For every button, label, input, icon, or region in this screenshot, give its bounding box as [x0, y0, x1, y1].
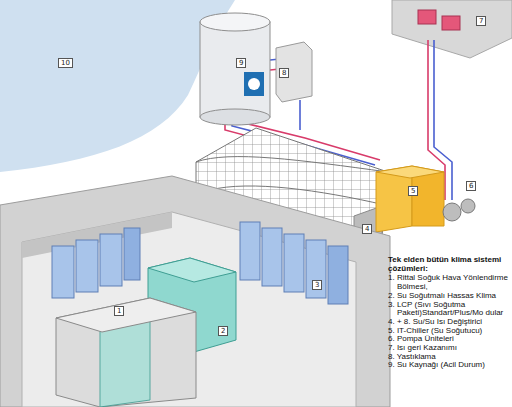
- heat-unit: [442, 16, 460, 30]
- legend-list: Tek elden bütün klima sistemi çözümleri:…: [388, 256, 510, 370]
- rack: [284, 234, 304, 292]
- callout-number: 5: [408, 186, 418, 196]
- callout-number: 1: [114, 306, 124, 316]
- callout-number: 3: [312, 280, 322, 290]
- building-roof: [0, 176, 390, 407]
- callout-number: 10: [58, 58, 73, 68]
- rack-row: [240, 222, 348, 304]
- legend-item: 1. Rittal Soğuk Hava Yönlendirme Bölmesi…: [388, 274, 510, 291]
- room-floor: [22, 212, 356, 407]
- callout-number: 9: [236, 58, 246, 68]
- legend-item: 7. Isı geri Kazanımı: [388, 344, 510, 353]
- tank-body: [200, 22, 270, 117]
- rack: [124, 228, 140, 280]
- callout-number: 2: [218, 326, 228, 336]
- callout-number: 7: [476, 16, 486, 26]
- pipe-blue: [299, 100, 301, 130]
- legend-item: 2. Su Soğutmalı Hassas Klima: [388, 292, 510, 301]
- tank-top: [200, 13, 270, 31]
- water-tank: [200, 13, 270, 125]
- rack: [306, 240, 326, 298]
- pump: [461, 199, 475, 213]
- chiller-top: [376, 166, 444, 178]
- legend-heading: Tek elden bütün klima sistemi çözümleri:: [388, 256, 510, 273]
- building-shape: [392, 0, 512, 58]
- ac-top: [148, 258, 236, 282]
- legend-item: 3. LCP (Sıvı Soğutma Paketi)Standart/Plu…: [388, 301, 510, 318]
- pump: [443, 203, 461, 221]
- cold-aisle-containment: [56, 298, 196, 407]
- legend-item: 6. Pompa Üniteleri: [388, 335, 510, 344]
- rack: [240, 222, 260, 280]
- buffer-unit: [276, 42, 312, 102]
- rack: [76, 240, 98, 292]
- legend-item: 9. Su Kaynağı (Acil Durum): [388, 361, 510, 370]
- callout-number: 6: [466, 181, 476, 191]
- tank-bottom: [200, 109, 270, 125]
- heat-unit: [418, 10, 436, 24]
- rack: [52, 246, 74, 298]
- tank-emblem-dot: [248, 78, 260, 90]
- rack: [100, 234, 122, 286]
- chillers: [376, 166, 444, 232]
- heat-recovery-building: [392, 0, 512, 58]
- containment-top: [56, 298, 196, 332]
- legend-item: 4. + 8. Su/Su Isı Değiştirici: [388, 318, 510, 327]
- callout-number: 4: [362, 224, 372, 234]
- legend-item: 5. IT-Chiller (Su Soğutucu): [388, 327, 510, 336]
- roof-arch: [196, 157, 388, 172]
- containment-box: [56, 298, 196, 407]
- rack-row: [52, 228, 140, 298]
- rack: [262, 228, 282, 286]
- tank-emblem: [244, 72, 264, 96]
- legend-item: 8. Yastıklama: [388, 353, 510, 362]
- rack: [328, 246, 348, 304]
- callout-number: 8: [279, 68, 289, 78]
